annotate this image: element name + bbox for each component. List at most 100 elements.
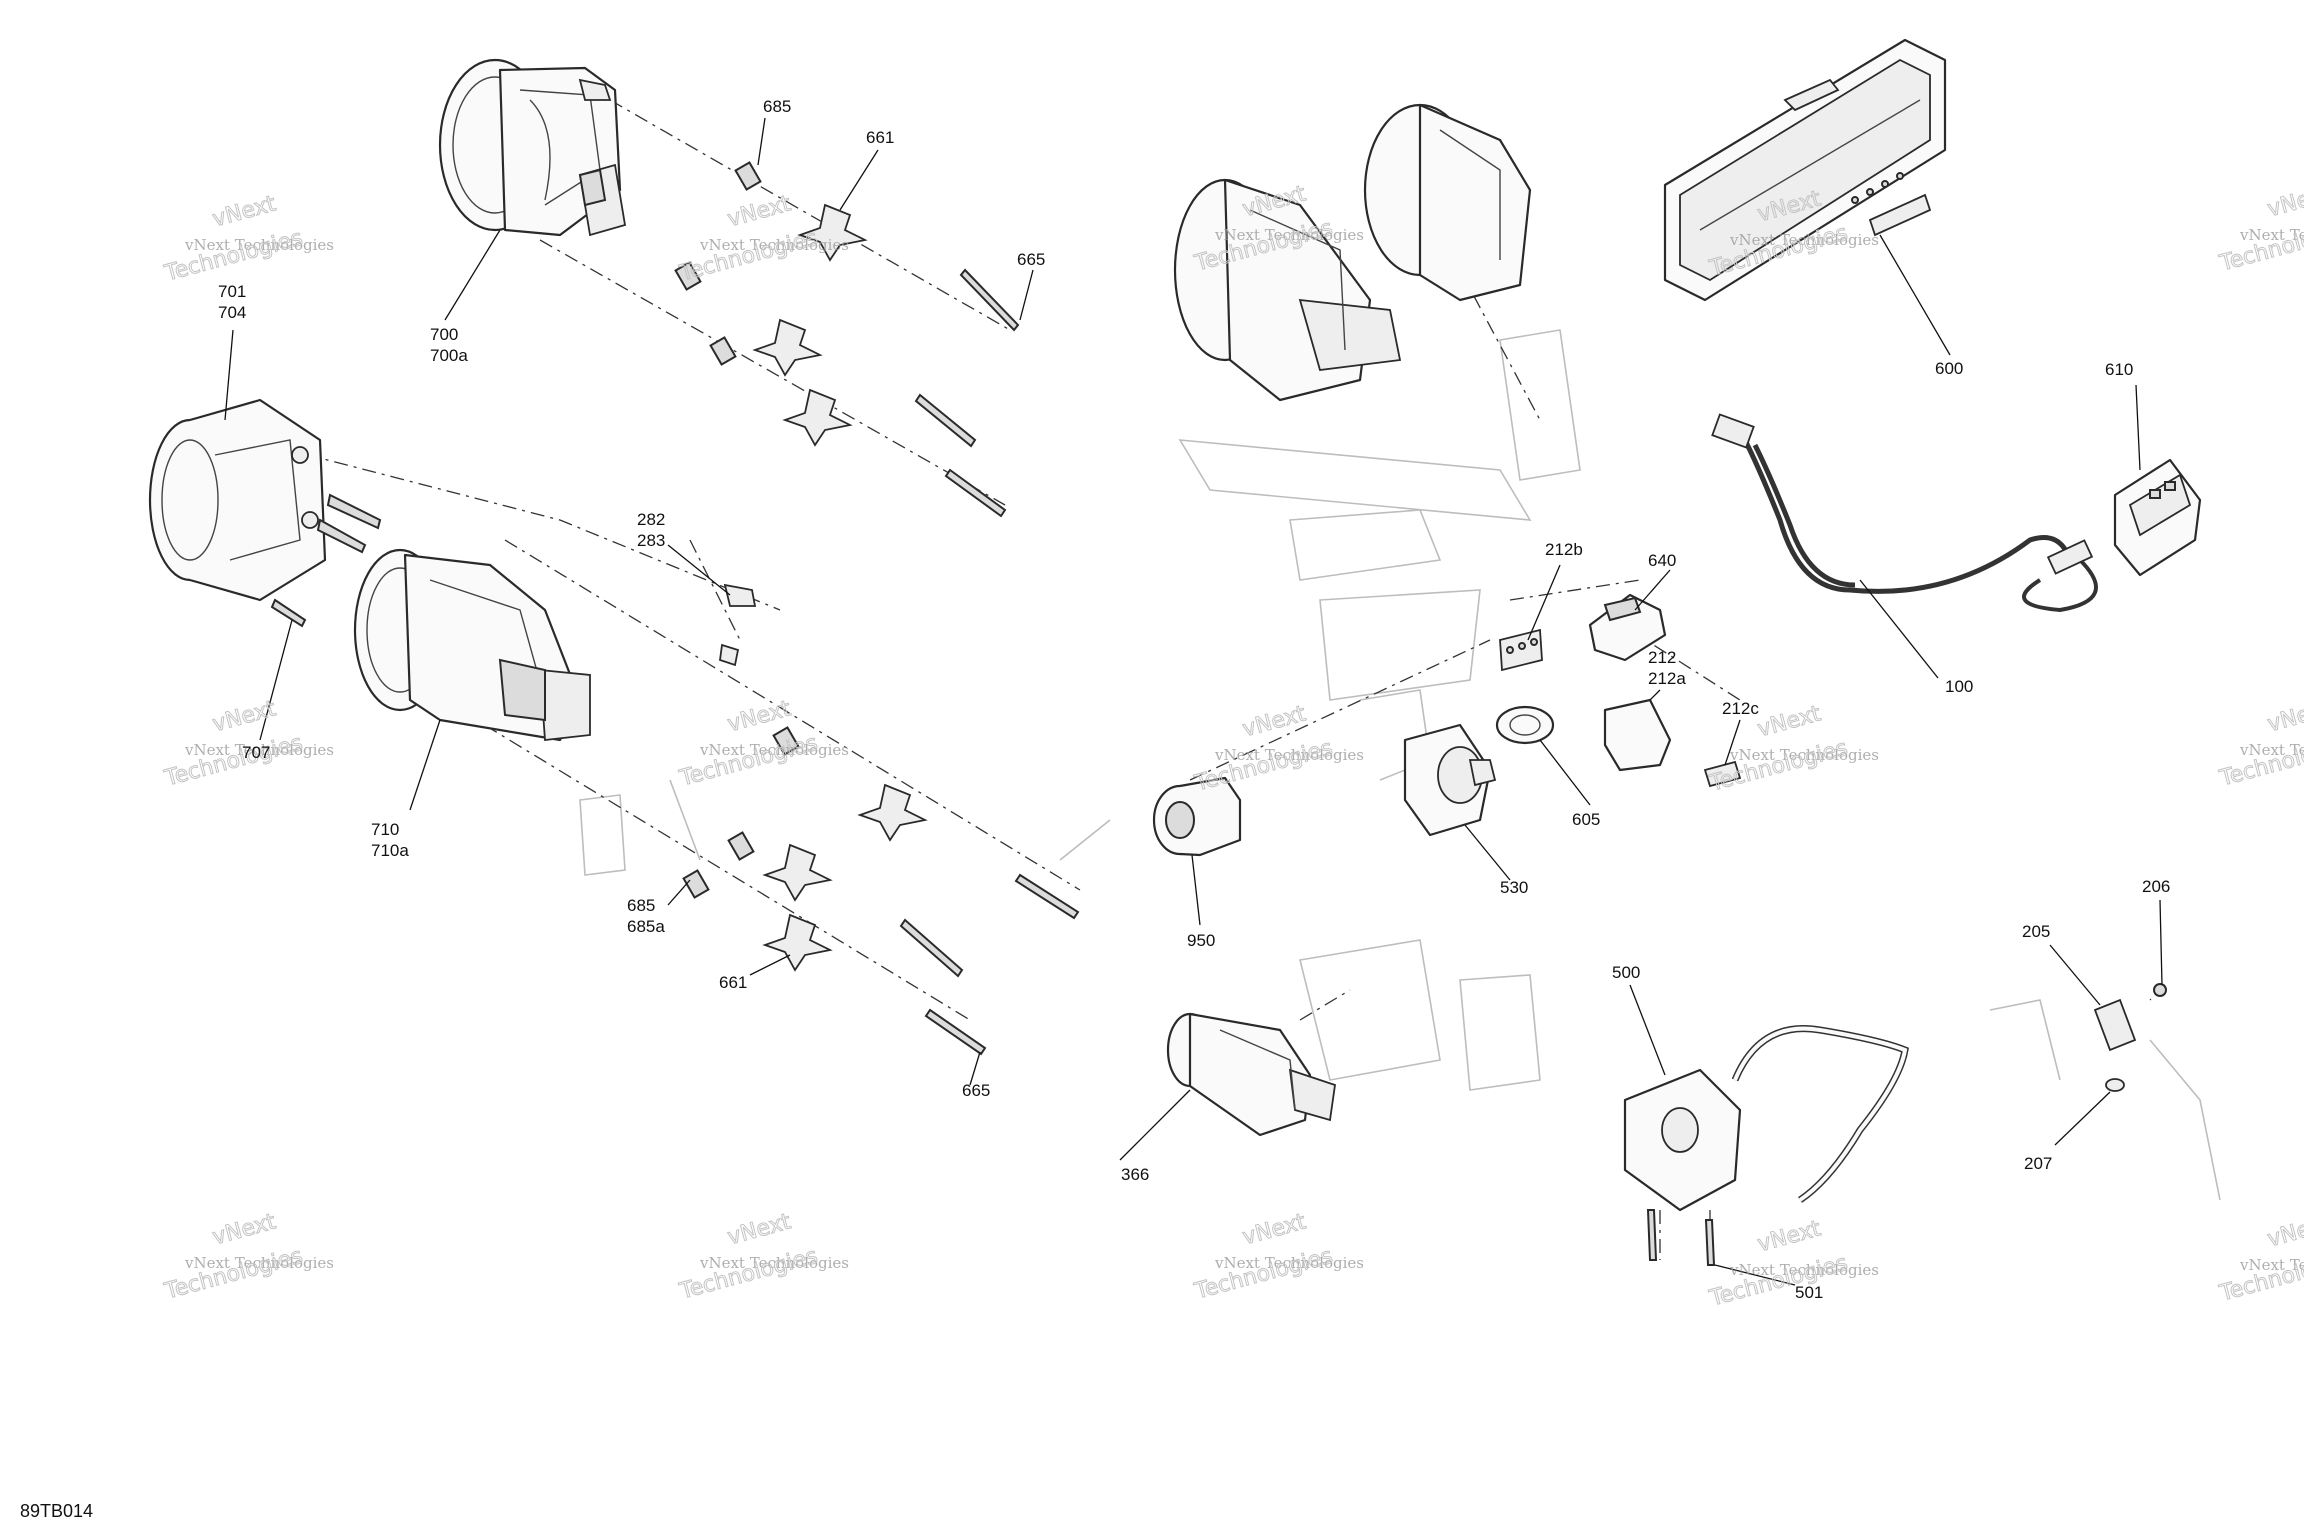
svg-text:Technologies: Technologies — [161, 1244, 305, 1305]
callout-710a: 710a — [371, 841, 409, 860]
callout-950: 950 — [1187, 931, 1215, 950]
svg-text:vNext Technologies: vNext Technologies — [184, 741, 334, 759]
svg-text:vNext: vNext — [2265, 181, 2304, 222]
svg-text:vNext: vNext — [725, 1209, 794, 1250]
callout-701: 701 — [218, 282, 246, 301]
connectors-212-640 — [1495, 593, 1742, 788]
callout-labels: 685 661 665 701 704 700 700a 282 283 707… — [218, 97, 2170, 1302]
svg-text:Technologies: Technologies — [676, 1244, 820, 1305]
callout-710: 710 — [371, 820, 399, 839]
watermark: vNext vNext Technologies Technologies — [1191, 1209, 1364, 1305]
svg-text:vNext: vNext — [2265, 1211, 2304, 1252]
svg-text:vNext Technologies: vNext Technologies — [1729, 231, 1879, 249]
svg-text:Technologies: Technologies — [1191, 1244, 1335, 1305]
watermark: vNext vNext Technologies Technologies — [2216, 181, 2304, 277]
callout-206: 206 — [2142, 877, 2170, 896]
svg-text:vNext: vNext — [725, 191, 794, 232]
svg-text:Technologies: Technologies — [2216, 1246, 2304, 1307]
callout-605: 605 — [1572, 810, 1600, 829]
callout-366: 366 — [1121, 1165, 1149, 1184]
callout-640: 640 — [1648, 551, 1676, 570]
callout-685a: 685a — [627, 917, 665, 936]
svg-text:vNext: vNext — [210, 1209, 279, 1250]
watermark: vNext vNext Technologies Technologies — [161, 191, 334, 287]
svg-text:Technologies: Technologies — [1706, 736, 1850, 797]
svg-text:Technologies: Technologies — [161, 731, 305, 792]
diagram-reference-code: 89TB014 — [20, 1501, 93, 1521]
svg-text:vNext: vNext — [1755, 701, 1824, 742]
svg-text:vNext Technologies: vNext Technologies — [2239, 741, 2304, 759]
svg-text:vNext Technologies: vNext Technologies — [2239, 1256, 2304, 1274]
watermark: vNext vNext Technologies Technologies — [1191, 701, 1364, 797]
svg-text:vNext Technologies: vNext Technologies — [1214, 226, 1364, 244]
callout-704: 704 — [218, 303, 246, 322]
svg-text:vNext Technologies: vNext Technologies — [1729, 1261, 1879, 1279]
svg-text:vNext Technologies: vNext Technologies — [1214, 746, 1364, 764]
callout-212b: 212b — [1545, 540, 1583, 559]
headlamp-700 — [438, 58, 627, 237]
callout-212a: 212a — [1648, 669, 1686, 688]
svg-text:Technologies: Technologies — [161, 226, 305, 287]
clip-205 — [2093, 983, 2167, 1092]
watermark: vNext vNext Technologies Technologies — [2216, 1211, 2304, 1307]
svg-text:vNext: vNext — [2265, 696, 2304, 737]
callout-700a: 700a — [430, 346, 468, 365]
watermark: vNext vNext Technologies Technologies — [676, 696, 849, 792]
watermark: vNext vNext Technologies Technologies — [676, 191, 849, 287]
ignition-switch-530 — [1403, 723, 1497, 837]
svg-text:Technologies: Technologies — [676, 226, 820, 287]
callout-500: 500 — [1612, 963, 1640, 982]
callout-530: 530 — [1500, 878, 1528, 897]
svg-text:vNext Technologies: vNext Technologies — [699, 741, 849, 759]
watermark: vNext vNext Technologies Technologies — [161, 1209, 334, 1305]
svg-text:vNext Technologies: vNext Technologies — [1729, 746, 1879, 764]
svg-text:vNext: vNext — [210, 191, 279, 232]
watermark: vNext vNext Technologies Technologies — [1706, 1216, 1879, 1312]
svg-text:vNext Technologies: vNext Technologies — [1214, 1254, 1364, 1272]
svg-text:vNext: vNext — [1755, 1216, 1824, 1257]
bezel-701 — [148, 398, 382, 628]
handlebar-unit-500 — [1623, 1025, 1909, 1266]
callout-665-bottom: 665 — [962, 1081, 990, 1100]
module-366 — [1166, 1012, 1336, 1137]
svg-text:Technologies: Technologies — [2216, 216, 2304, 277]
headlamp-710 — [353, 548, 591, 742]
callout-282: 282 — [637, 510, 665, 529]
callout-700: 700 — [430, 325, 458, 344]
callout-707: 707 — [242, 743, 270, 762]
headlamp-assembly-reference — [1173, 103, 1532, 402]
callout-685-top: 685 — [763, 97, 791, 116]
callout-600: 600 — [1935, 359, 1963, 378]
callout-661-top: 661 — [866, 128, 894, 147]
svg-text:vNext Technologies: vNext Technologies — [184, 236, 334, 254]
svg-text:vNext Technologies: vNext Technologies — [699, 236, 849, 254]
svg-text:Technologies: Technologies — [676, 731, 820, 792]
fasteners-left — [674, 161, 1080, 1056]
watermark: vNext vNext Technologies Technologies — [2216, 696, 2304, 792]
ghost-background-parts — [579, 329, 2221, 1201]
callout-207: 207 — [2024, 1154, 2052, 1173]
callout-205: 205 — [2022, 922, 2050, 941]
power-socket-950 — [1152, 776, 1242, 857]
callout-212: 212 — [1648, 648, 1676, 667]
callout-665-top: 665 — [1017, 250, 1045, 269]
svg-text:Technologies: Technologies — [1706, 1251, 1850, 1312]
svg-text:vNext Technologies: vNext Technologies — [699, 1254, 849, 1272]
watermark: vNext vNext Technologies Technologies — [676, 1209, 849, 1305]
svg-text:vNext: vNext — [210, 696, 279, 737]
callout-610: 610 — [2105, 360, 2133, 379]
wiring-harness-100 — [1711, 413, 2098, 613]
svg-text:Technologies: Technologies — [1191, 736, 1335, 797]
callout-212c: 212c — [1722, 699, 1759, 718]
callout-661-bottom: 661 — [719, 973, 747, 992]
callout-283: 283 — [637, 531, 665, 550]
svg-text:Technologies: Technologies — [2216, 731, 2304, 792]
callout-685-bottom: 685 — [627, 896, 655, 915]
leader-lines — [224, 117, 2163, 1286]
svg-text:vNext: vNext — [1240, 701, 1309, 742]
callout-501: 501 — [1795, 1283, 1823, 1302]
gauge-cluster-600 — [1663, 38, 1947, 302]
svg-text:vNext Technologies: vNext Technologies — [2239, 226, 2304, 244]
switch-610 — [2113, 458, 2202, 577]
